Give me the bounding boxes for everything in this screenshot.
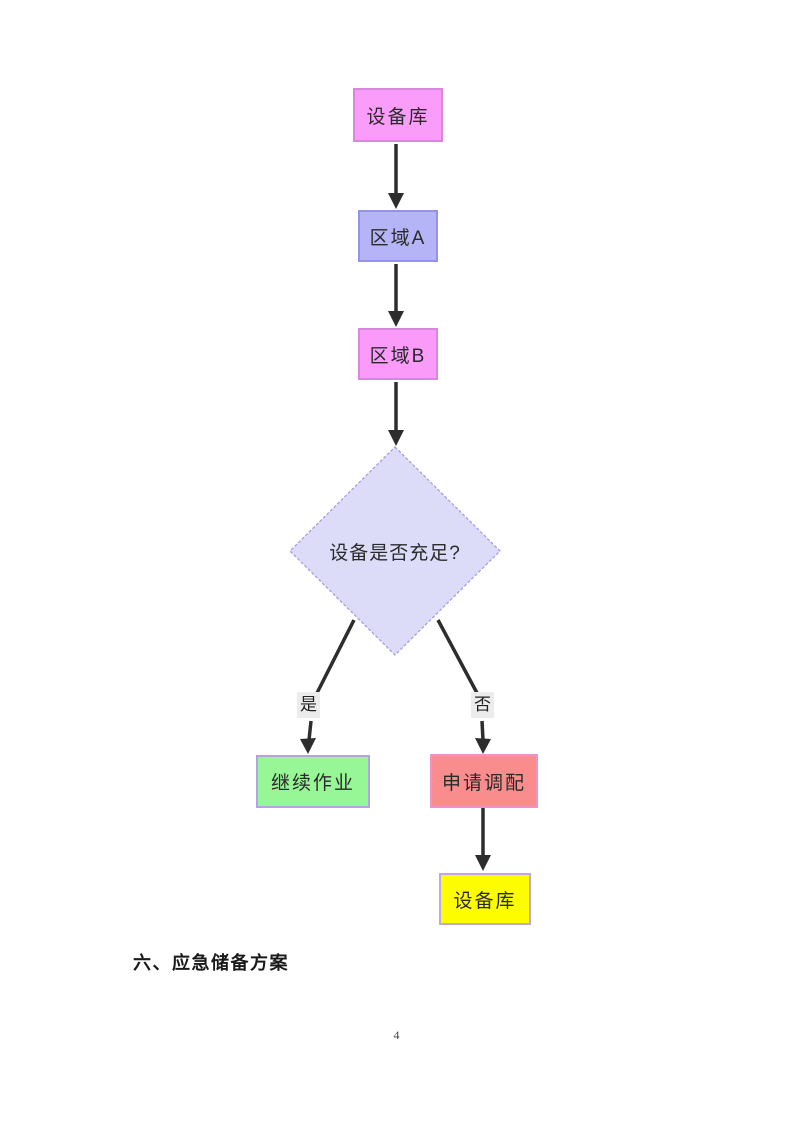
- arrowhead-icon: [475, 738, 491, 754]
- arrow-line-no-label-to-request: [480, 720, 485, 741]
- arrow-line-decision-to-yes-label: [315, 619, 356, 694]
- page-number: 4: [393, 1028, 400, 1042]
- flowchart-node-area-b: 区域B: [358, 328, 438, 380]
- flowchart-node-decision-equipment-sufficient: 设备是否充足?: [329, 543, 461, 564]
- arrowhead-icon: [475, 855, 491, 871]
- flowchart-node-equipment-library-bottom: 设备库: [439, 873, 531, 925]
- flowchart-node-request-allocation: 申请调配: [430, 754, 538, 808]
- arrow-line-yes-label-to-continue: [307, 720, 313, 741]
- arrow-heads: [300, 193, 491, 871]
- flowchart-node-equipment-library-top: 设备库: [353, 88, 443, 142]
- edge-label-yes: 是: [297, 692, 320, 718]
- arrowhead-icon: [388, 430, 404, 446]
- flowchart-node-area-a: 区域A: [358, 210, 438, 262]
- arrowhead-icon: [388, 193, 404, 209]
- edge-label-no: 否: [471, 692, 494, 718]
- arrow-line-decision-to-no-label: [436, 619, 479, 694]
- arrowhead-icon: [300, 738, 316, 754]
- arrowhead-icon: [388, 311, 404, 327]
- decision-diamond-shape: [289, 446, 501, 656]
- arrow-lines: [307, 144, 485, 856]
- flowchart-node-continue-work: 继续作业: [256, 755, 370, 808]
- section-heading-emergency-reserve-plan: 六、应急储备方案: [133, 953, 289, 973]
